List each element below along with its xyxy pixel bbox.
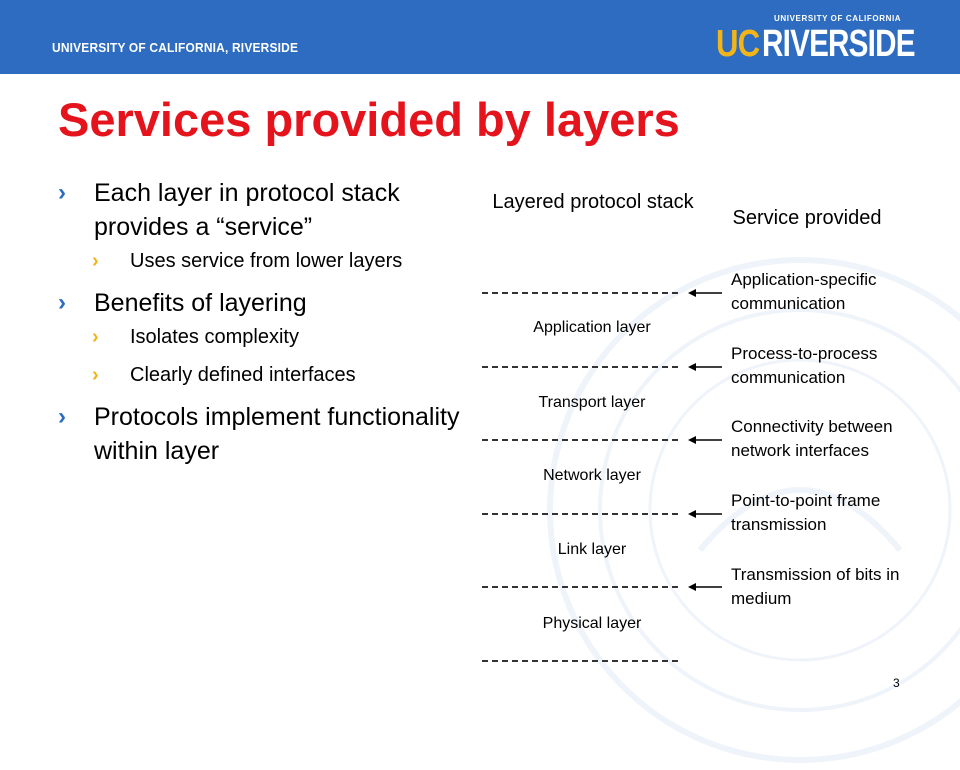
arrow-left-icon	[688, 363, 722, 371]
slide-title: Services provided by layers	[58, 93, 680, 146]
sub-bullet-text: Clearly defined interfaces	[130, 364, 356, 386]
layer-label: Application layer	[533, 319, 651, 336]
logo-top-text: UNIVERSITY OF CALIFORNIA	[774, 14, 902, 23]
arrow-left-icon	[688, 436, 722, 444]
bullet-text: Benefits of layering	[94, 289, 307, 317]
service-heading: Service provided	[732, 207, 882, 229]
service-label: Transmission of bits in medium	[731, 565, 900, 608]
service-label: Application-specific communication	[731, 270, 877, 313]
page-number: 3	[893, 676, 900, 690]
stack-heading: Layered protocol stack	[492, 191, 694, 213]
bullet-text: Protocols implement functionality within…	[94, 403, 460, 465]
sub-bullet-item: › Isolates complexity	[58, 324, 498, 350]
layer-boundary	[482, 586, 678, 590]
service-label: Process-to-process communication	[731, 344, 878, 387]
layer-label: Network layer	[543, 467, 641, 484]
chevron-right-icon: ›	[58, 403, 66, 430]
chevron-right-icon: ›	[92, 250, 99, 272]
layer-label: Physical layer	[542, 615, 642, 632]
logo-riverside: RIVERSIDE	[762, 23, 916, 65]
ucr-logo: UNIVERSITY OF CALIFORNIA UC RIVERSIDE	[716, 10, 916, 66]
layer-boundary	[482, 439, 678, 443]
layer-boundary	[482, 292, 678, 296]
arrow-left-icon	[688, 510, 722, 518]
sub-bullet-item: › Clearly defined interfaces	[58, 362, 498, 388]
layer-boundary	[482, 513, 678, 517]
service-label: Point-to-point frame transmission	[731, 491, 881, 534]
bullet-list: › Each layer in protocol stack provides …	[58, 176, 498, 472]
bullet-item: › Benefits of layering	[58, 286, 498, 320]
layer-label: Link layer	[557, 541, 627, 558]
chevron-right-icon: ›	[58, 289, 66, 316]
service-label: Connectivity between network interfaces	[731, 417, 893, 460]
sub-bullet-text: Uses service from lower layers	[130, 250, 403, 272]
chevron-right-icon: ›	[58, 179, 66, 206]
arrow-left-icon	[688, 289, 722, 297]
chevron-right-icon: ›	[92, 364, 99, 386]
arrow-left-icon	[688, 583, 722, 591]
sub-bullet-text: Isolates complexity	[130, 326, 299, 348]
bullet-item: › Each layer in protocol stack provides …	[58, 176, 498, 244]
bullet-text: Each layer in protocol stack provides a …	[94, 179, 400, 241]
layer-label: Transport layer	[538, 394, 646, 411]
university-name: UNIVERSITY OF CALIFORNIA, RIVERSIDE	[52, 40, 299, 55]
chevron-right-icon: ›	[92, 326, 99, 348]
bullet-item: › Protocols implement functionality with…	[58, 400, 498, 468]
layer-boundary	[482, 366, 678, 370]
protocol-stack-diagram: Layered protocol stack Service provided …	[470, 180, 940, 680]
sub-bullet-item: › Uses service from lower layers	[58, 248, 498, 274]
header-bar: UNIVERSITY OF CALIFORNIA, RIVERSIDE UNIV…	[0, 0, 960, 74]
layer-boundary	[482, 660, 678, 664]
logo-uc: UC	[716, 23, 760, 65]
